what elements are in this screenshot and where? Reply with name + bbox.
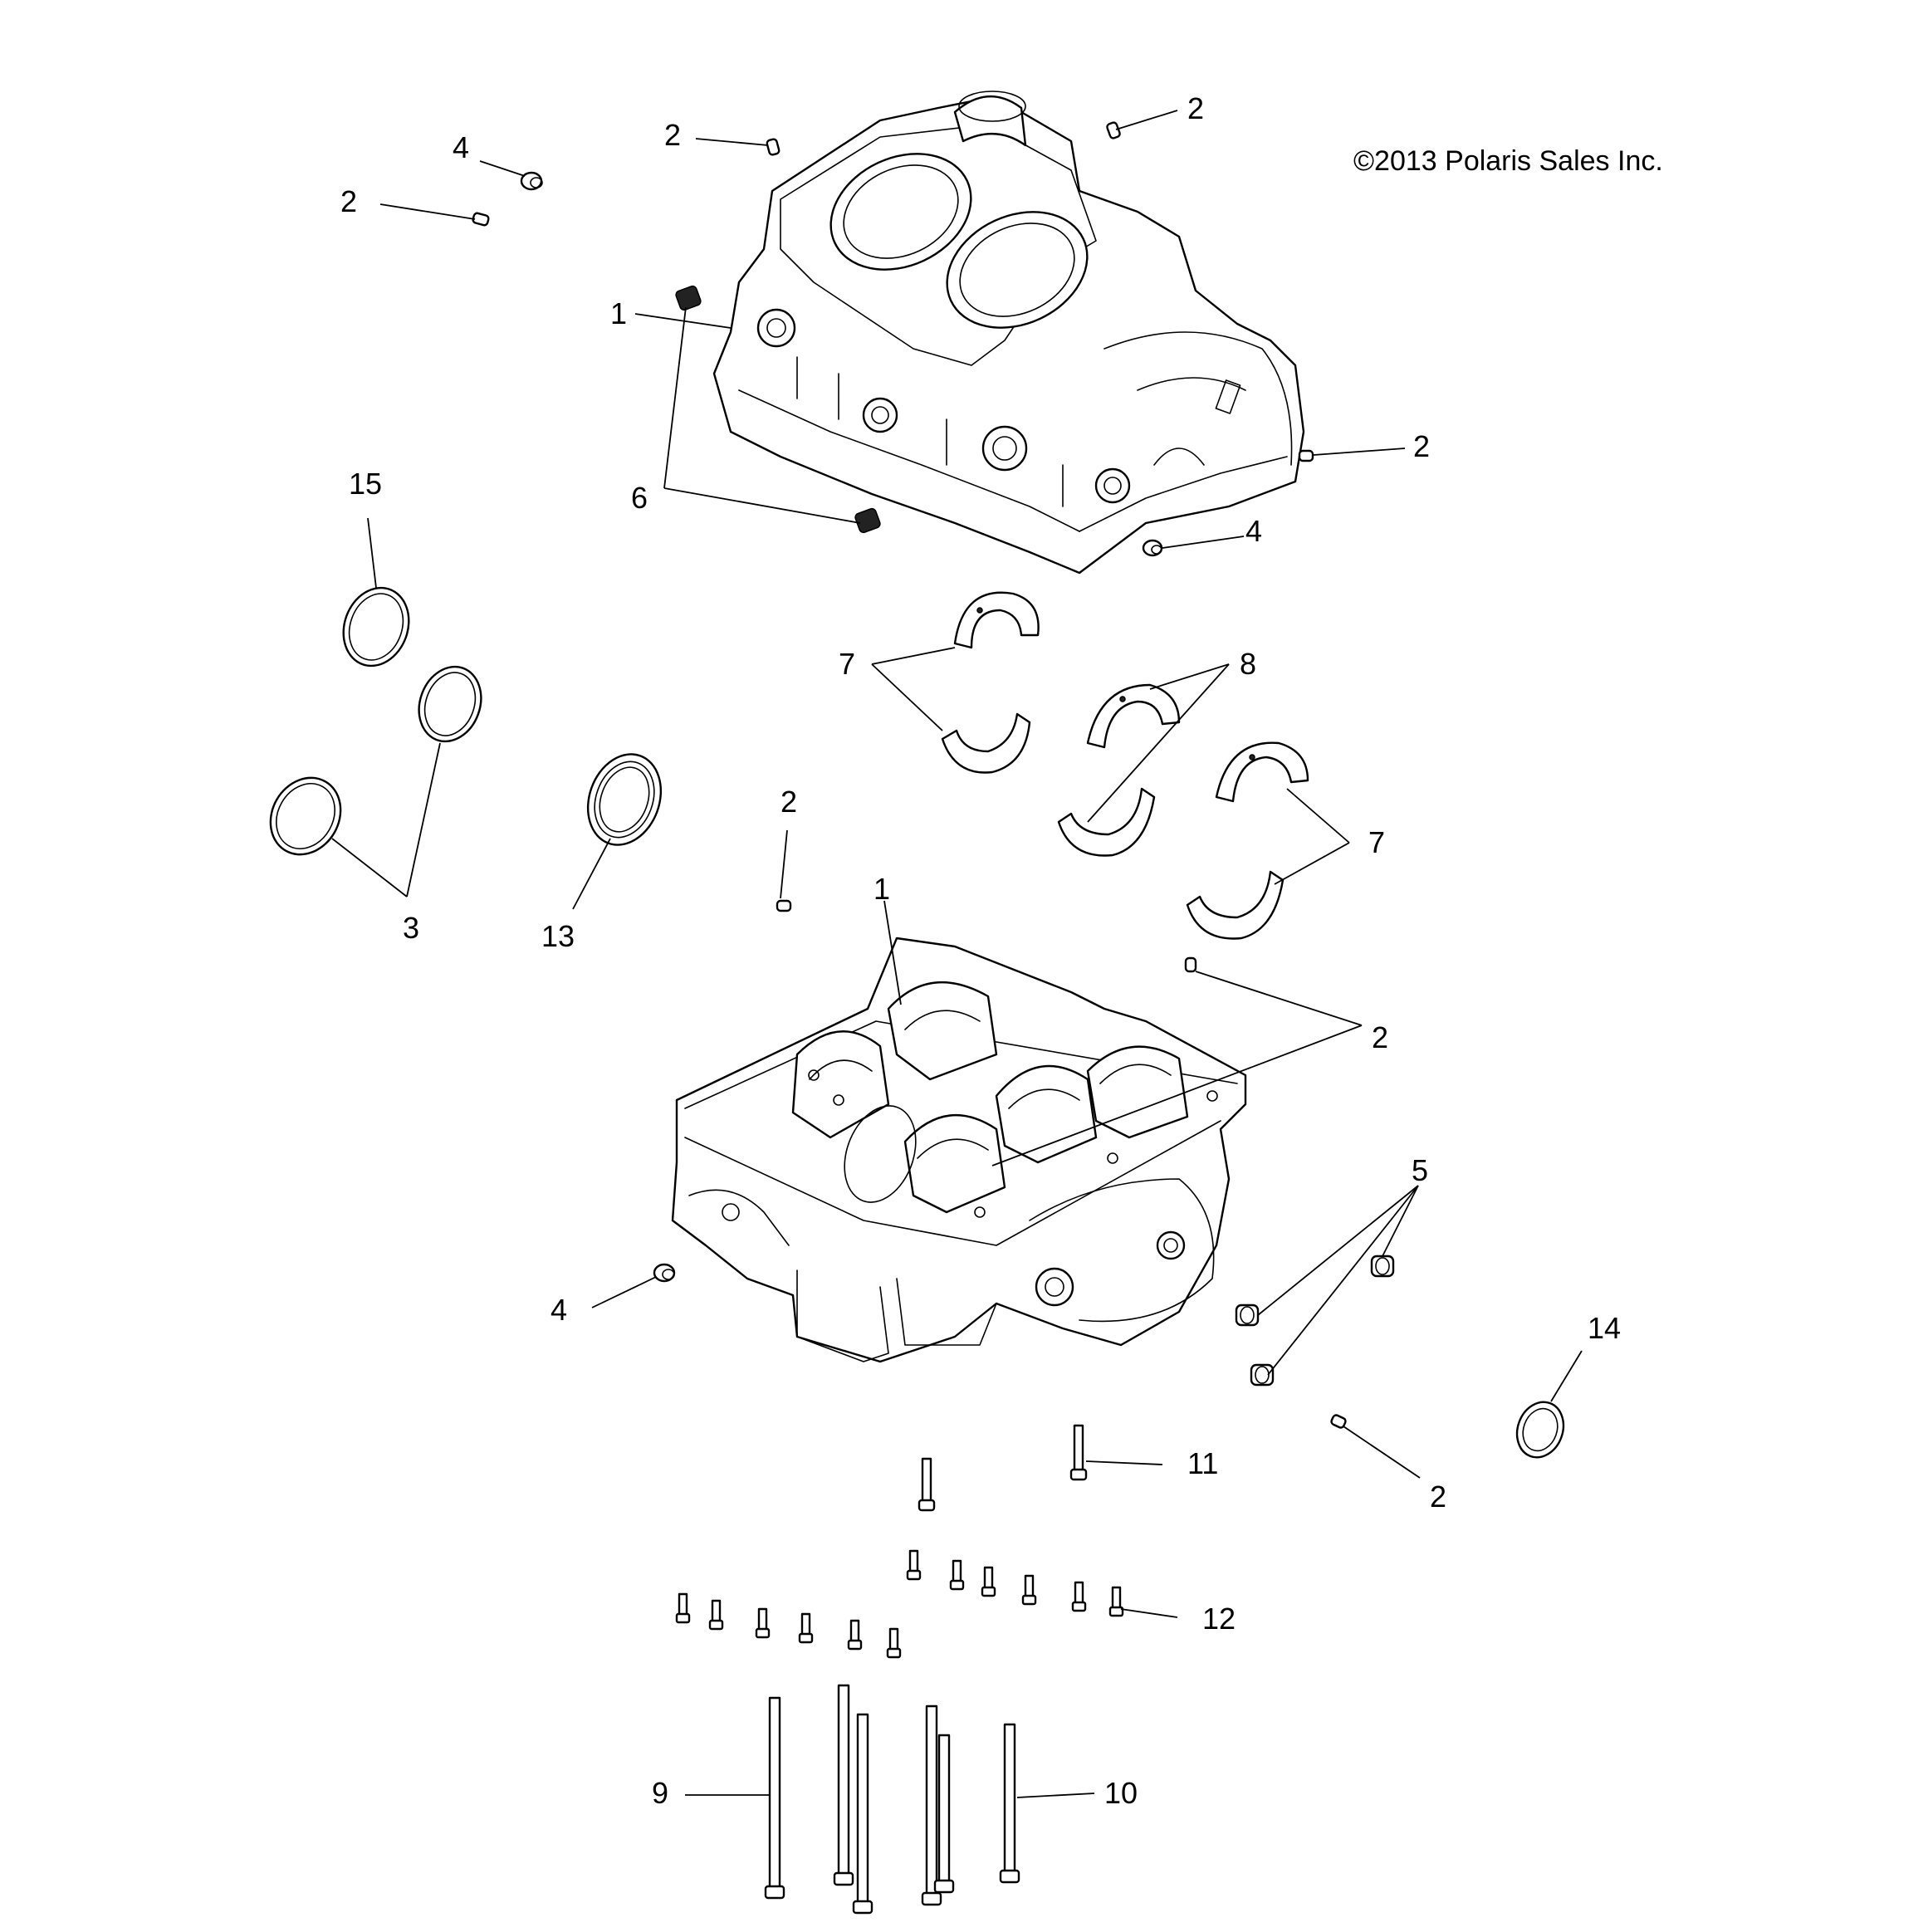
callout-13: 13 <box>541 919 575 953</box>
callout-15: 15 <box>349 467 382 501</box>
callout-11: 11 <box>1187 1446 1218 1480</box>
long-bolts-9 <box>764 1684 873 1915</box>
long-bolts-10 <box>921 1705 1020 1906</box>
plug-4-lower <box>653 1263 676 1283</box>
callout-6: 6 <box>631 481 648 515</box>
callout-4-right: 4 <box>1245 514 1262 548</box>
callout-3: 3 <box>403 911 419 945</box>
callout-2-left: 2 <box>340 184 357 218</box>
crank-seal-13 <box>586 753 663 846</box>
lower-crankcase <box>671 937 1247 1363</box>
callout-2-center: 2 <box>780 785 797 819</box>
callout-7-right: 7 <box>1368 825 1385 859</box>
o-ring-3 <box>269 665 482 856</box>
o-ring-15 <box>342 586 410 668</box>
leader-lines <box>331 110 1583 1798</box>
copyright-text: ©2013 Polaris Sales Inc. <box>1353 145 1663 177</box>
callout-10: 10 <box>1104 1776 1138 1810</box>
dowel-pin-center <box>776 899 792 912</box>
bolt-11 <box>918 1424 1088 1512</box>
bolts-12 <box>675 1549 1124 1659</box>
seal-14 <box>1515 1401 1565 1459</box>
callout-9: 9 <box>652 1776 668 1810</box>
callout-4-top: 4 <box>453 130 469 164</box>
callout-1-upper: 1 <box>610 296 627 330</box>
dowel-sleeves-5 <box>1235 1255 1395 1387</box>
callout-8: 8 <box>1240 647 1256 681</box>
callout-4-lower: 4 <box>551 1293 567 1327</box>
dowel-pin-lower <box>1330 1414 1347 1429</box>
dowel-pin-right <box>1184 956 1197 973</box>
callout-2-top-right: 2 <box>1187 91 1204 125</box>
callout-2-bottom: 2 <box>1430 1480 1446 1514</box>
callout-12: 12 <box>1202 1602 1236 1636</box>
plug-4-upper <box>520 171 1163 557</box>
callout-numbers: 4 2 2 2 1 6 2 4 15 7 8 7 2 1 3 13 2 5 4 … <box>340 91 1621 1810</box>
oil-jet-6 <box>675 285 881 534</box>
callout-14: 14 <box>1588 1311 1621 1345</box>
callout-7-left: 7 <box>839 647 855 681</box>
upper-crankcase <box>712 90 1305 575</box>
callout-1-lower: 1 <box>873 872 890 906</box>
callout-2-top: 2 <box>664 118 681 152</box>
callout-2-dowels: 2 <box>1372 1020 1388 1054</box>
main-bearing-shells <box>941 591 1309 940</box>
callout-2-right: 2 <box>1413 429 1430 463</box>
callout-5: 5 <box>1412 1153 1428 1187</box>
